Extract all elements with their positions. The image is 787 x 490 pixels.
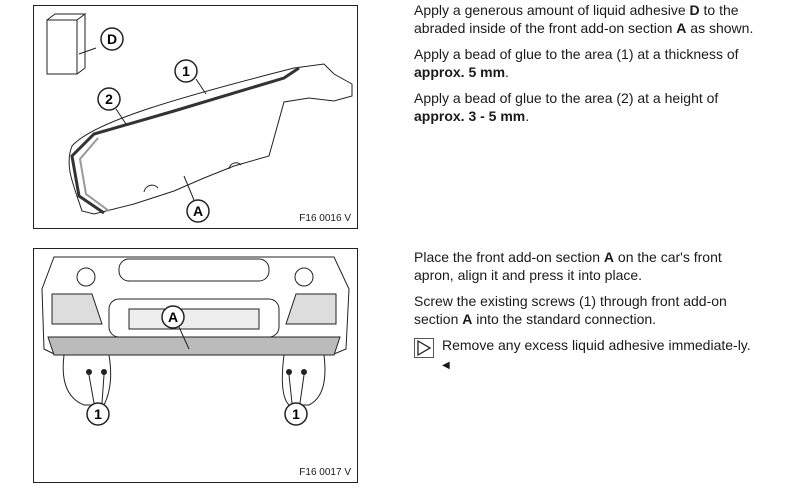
callout-1-left: 1 [94, 406, 102, 422]
figure-mounting: A 1 1 F16 0017 V [33, 248, 358, 483]
step2-instructions: Place the front add-on section A on the … [414, 249, 754, 374]
figure-code: F16 0017 V [299, 467, 351, 478]
text: Place the front add-on section [414, 249, 604, 265]
figure-code: F16 0016 V [299, 213, 351, 224]
end-marker-icon: ◀ [442, 359, 450, 371]
callout-2: 2 [105, 91, 113, 107]
text: as shown. [686, 19, 754, 36]
note: Remove any excess liquid adhesive immedi… [414, 337, 754, 374]
text: . [505, 63, 509, 80]
figure-adhesive-application: D 1 2 A F16 0016 V [33, 5, 358, 229]
callout-1-right: 1 [292, 406, 300, 422]
instruction-paragraph: Apply a bead of glue to the area (1) at … [414, 46, 754, 81]
text: Apply a generous amount of liquid adhesi… [414, 2, 690, 18]
label-d: D [689, 2, 700, 18]
text: on the car's front apron, align it and p… [414, 249, 722, 283]
front-add-on-drawing: D 1 2 A [46, 13, 353, 223]
label-a: A [462, 310, 473, 327]
text: Screw the existing screws (1) through fr… [414, 293, 727, 327]
callout-a: A [193, 203, 203, 219]
callout-d: D [107, 31, 117, 47]
car-front-drawing: A 1 1 [41, 256, 350, 426]
instruction-paragraph: Screw the existing screws (1) through fr… [414, 293, 754, 328]
note-arrow-icon [414, 338, 434, 358]
instruction-paragraph: Place the front add-on section A on the … [414, 249, 754, 284]
note-text: Remove any excess liquid adhesive immedi… [442, 337, 754, 374]
text: Apply a bead of glue to the area (1) at … [414, 46, 739, 62]
step1-instructions: Apply a generous amount of liquid adhesi… [414, 2, 754, 134]
height-value: approx. 3 - 5 mm [414, 107, 526, 124]
note-body: Remove any excess liquid adhesive immedi… [442, 337, 751, 353]
callout-a: A [168, 309, 178, 325]
label-a: A [603, 249, 615, 265]
instruction-paragraph: Apply a generous amount of liquid adhesi… [414, 2, 754, 37]
thickness-value: approx. 5 mm [414, 63, 506, 80]
text: . [525, 107, 530, 124]
label-a: A [676, 19, 687, 36]
text: Apply a bead of glue to the area (2) at … [414, 90, 719, 106]
text: into the standard connection. [472, 310, 657, 327]
instruction-paragraph: Apply a bead of glue to the area (2) at … [414, 90, 754, 125]
callout-1: 1 [182, 63, 190, 79]
text: to the abraded inside of the front add-o… [414, 2, 739, 36]
